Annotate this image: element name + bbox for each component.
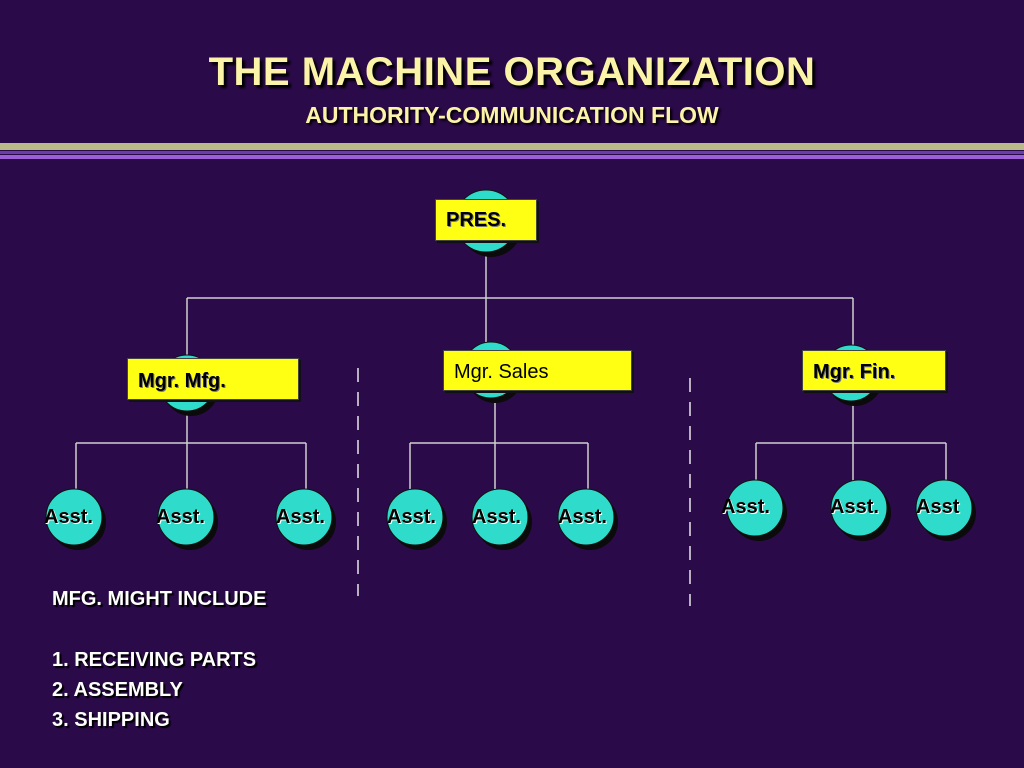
asst-mfg-3-label: Asst. xyxy=(276,506,325,528)
mgr-sales-label: Mgr. Sales xyxy=(443,350,632,391)
pres-label: PRES. xyxy=(435,199,537,241)
asst-mfg-2-label: Asst. xyxy=(156,506,205,528)
asst-sales-3-label: Asst. xyxy=(558,506,607,528)
asst-fin-3-label: Asst xyxy=(916,496,960,518)
notes-item-3: 3. SHIPPING xyxy=(52,709,170,731)
mgr-mfg-label: Mgr. Mfg. xyxy=(127,358,299,400)
divider-bar-dark xyxy=(0,151,1024,154)
notes-heading: MFG. MIGHT INCLUDE xyxy=(52,588,267,610)
mgr-mfg-label-text: Mgr. Mfg. xyxy=(138,370,226,392)
slide-subtitle: AUTHORITY-COMMUNICATION FLOW xyxy=(305,102,719,128)
slide-title: THE MACHINE ORGANIZATION xyxy=(208,50,816,94)
divider-bar-light xyxy=(0,143,1024,150)
connector-lines xyxy=(75,250,947,492)
notes-item-1: 1. RECEIVING PARTS xyxy=(52,649,257,671)
mgr-fin-label-text: Mgr. Fin. xyxy=(813,361,896,383)
asst-fin-2-label: Asst. xyxy=(830,496,879,518)
divider-bar-purple xyxy=(0,155,1024,159)
mgr-sales-label-text: Mgr. Sales xyxy=(454,361,549,383)
asst-sales-1-label: Asst. xyxy=(387,506,436,528)
asst-sales-2-label: Asst. xyxy=(472,506,521,528)
pres-label-text: PRES. xyxy=(446,209,507,231)
mgr-fin-label: Mgr. Fin. xyxy=(802,350,946,391)
notes-item-2: 2. ASSEMBLY xyxy=(52,679,183,701)
asst-mfg-1-label: Asst. xyxy=(44,506,93,528)
asst-fin-1-label: Asst. xyxy=(721,496,770,518)
